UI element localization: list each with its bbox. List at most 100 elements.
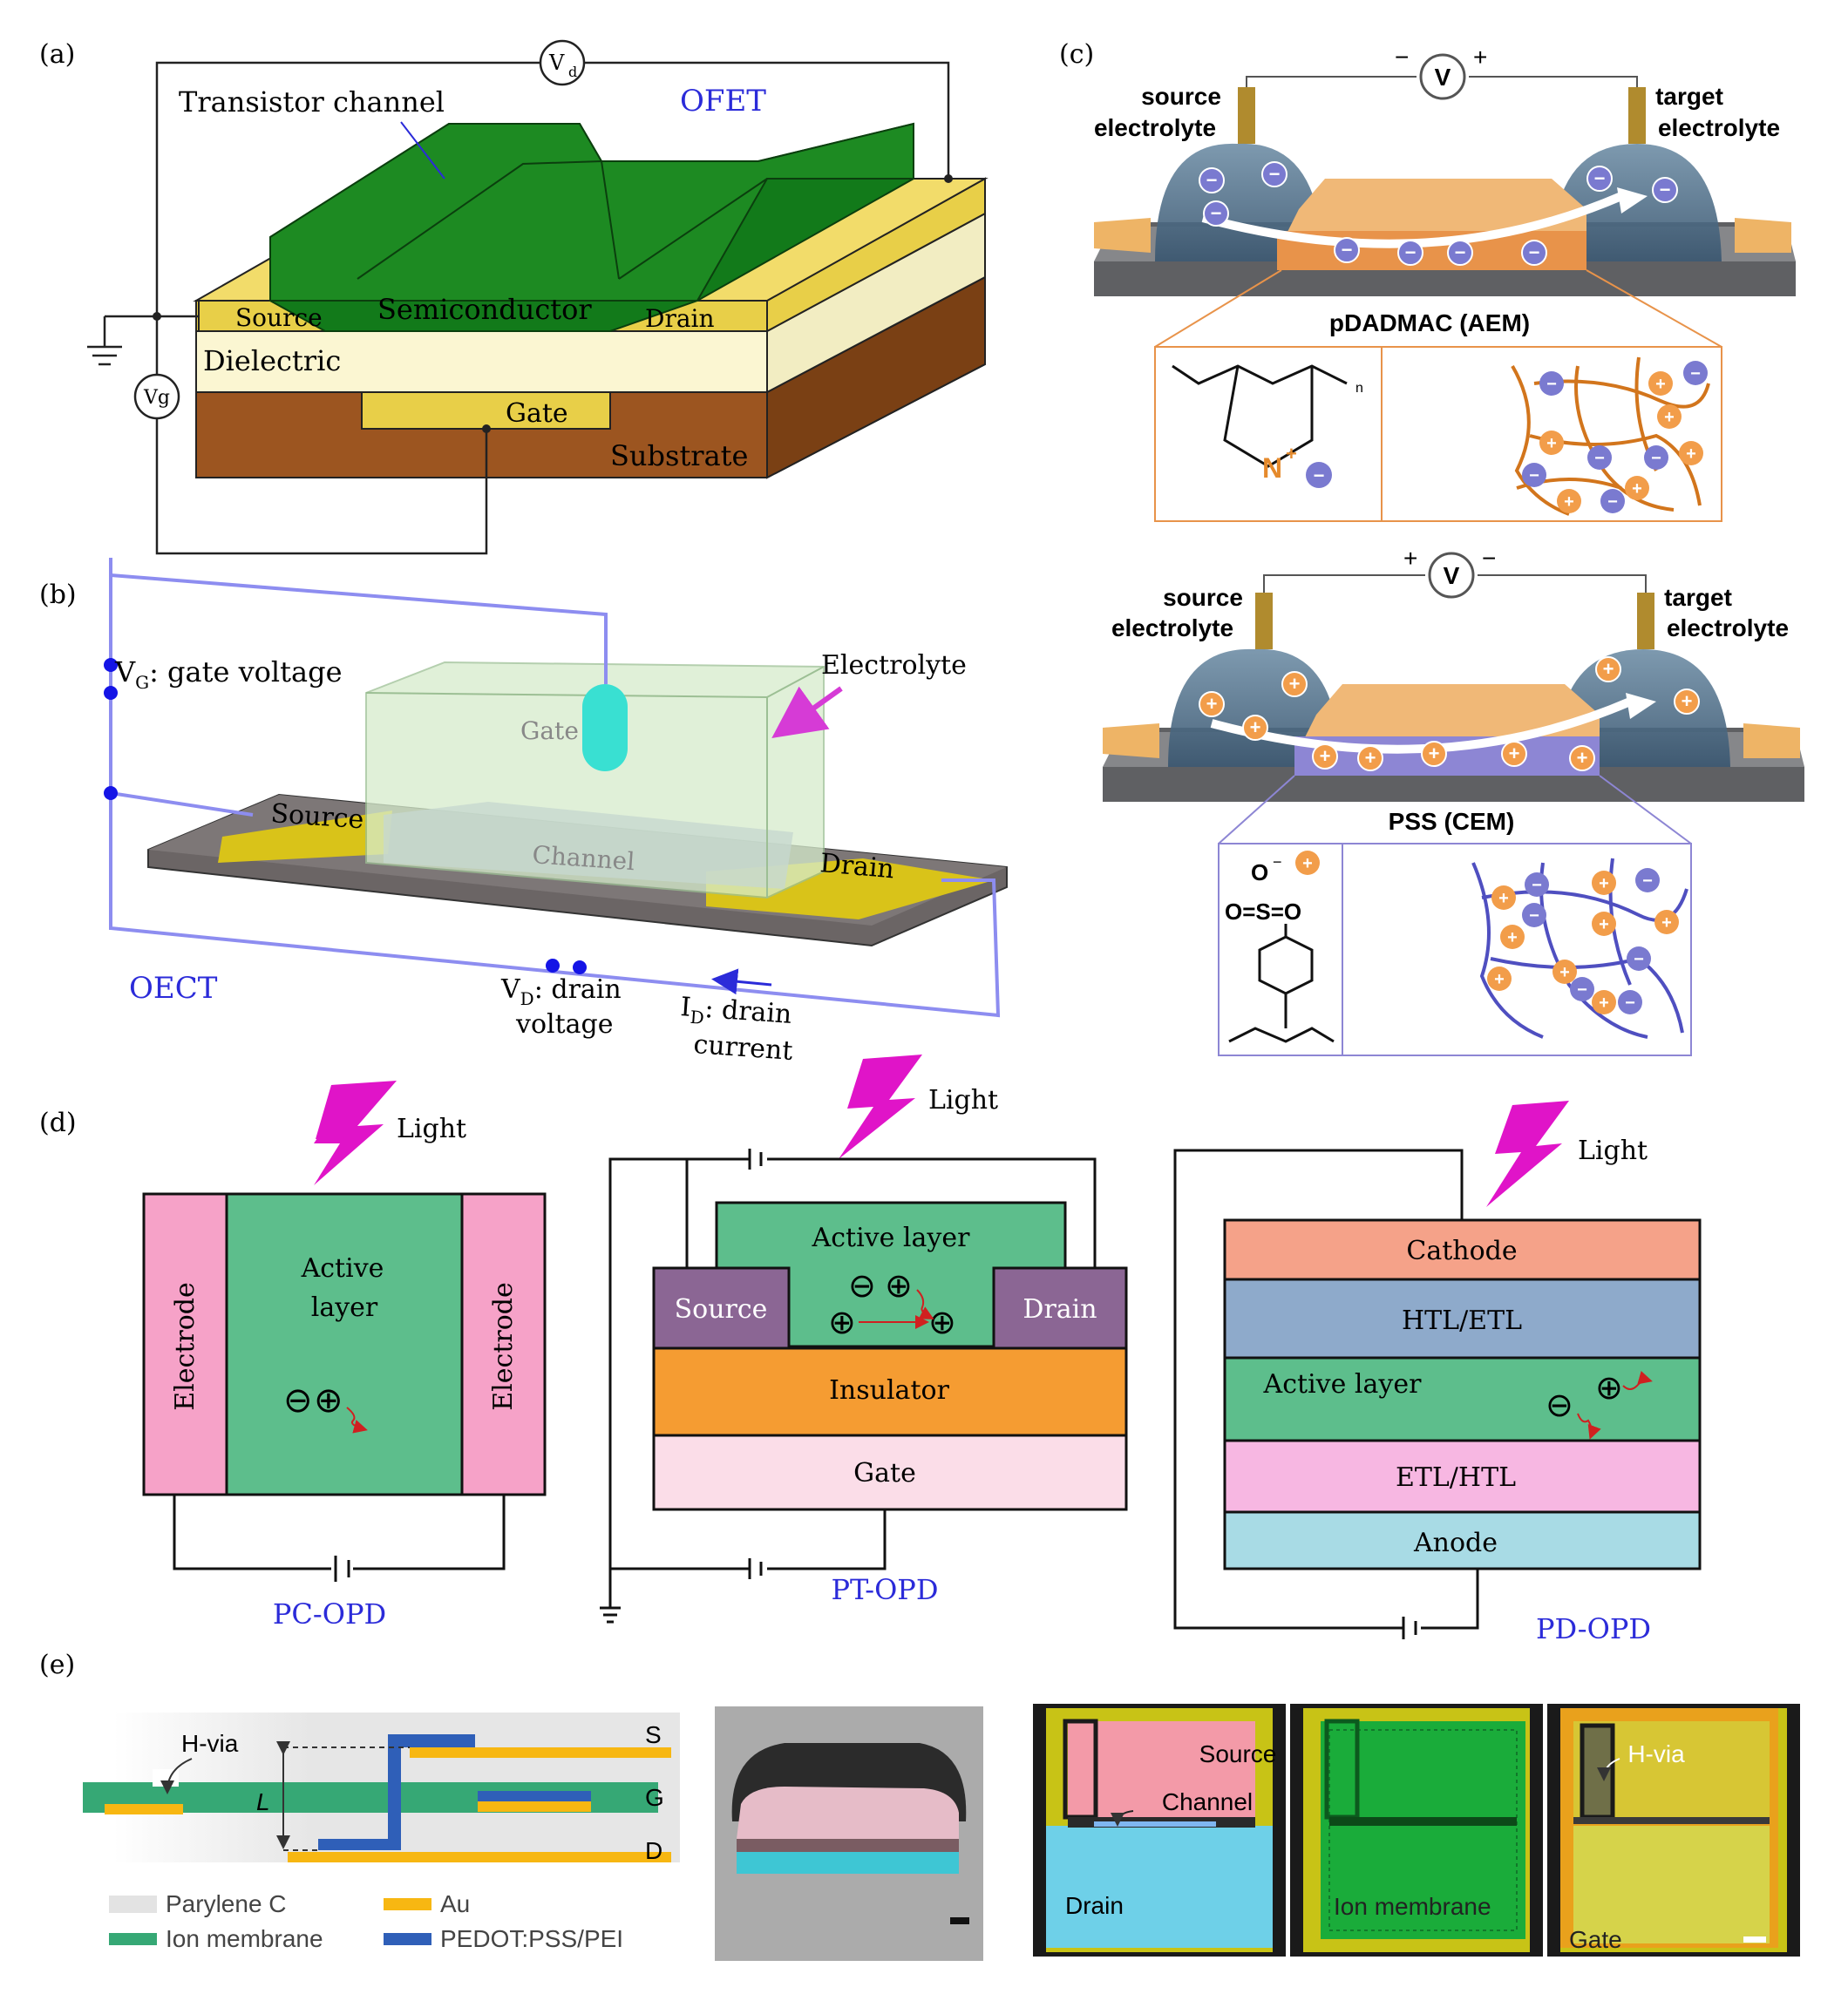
legend-pedot-swatch — [384, 1933, 431, 1945]
svg-text:−: − — [1594, 167, 1606, 189]
svg-text:−: − — [1206, 169, 1218, 191]
svg-text:+: + — [1577, 747, 1588, 769]
svg-text:+: + — [1365, 747, 1376, 769]
oect-gate-label: Gate — [520, 716, 579, 745]
oect-source-label: Source — [269, 798, 364, 835]
svg-text:+: + — [1507, 928, 1518, 947]
oect-channel-label: Channel — [532, 840, 636, 876]
semiconductor-label: Semiconductor — [377, 293, 592, 326]
svg-text:+: + — [1429, 743, 1440, 764]
pd-opd: Light Cathode HTL/ETL Active layer ETL/H… — [1173, 1101, 1702, 1645]
svg-text:⊕: ⊕ — [1595, 1370, 1623, 1407]
svg-text:+: + — [1546, 434, 1557, 453]
vg-label: Vg — [143, 387, 170, 409]
svg-text:+: + — [1250, 716, 1261, 738]
cem-label: PSS (CEM) — [1389, 808, 1515, 835]
pt-opd: Light Active layer Source Drain Insulato… — [600, 1055, 1128, 1624]
channel-trench — [357, 159, 620, 280]
pt-insulator — [652, 1346, 1128, 1437]
svg-text:⊕: ⊕ — [828, 1305, 856, 1341]
svg-text:target: target — [1664, 584, 1732, 611]
source-label: Source — [235, 303, 323, 332]
svg-text:⊕: ⊕ — [885, 1268, 913, 1305]
micrograph-1: Source Channel Drain — [1033, 1704, 1286, 1957]
svg-text:⊖: ⊖ — [848, 1268, 876, 1305]
svg-text:−: − — [1405, 241, 1417, 263]
pc-active-layer — [225, 1192, 464, 1496]
pc-circuit — [173, 1495, 331, 1570]
micrograph-source — [1068, 1721, 1255, 1821]
svg-text:−: − — [1395, 44, 1409, 71]
semiconductor-top — [269, 122, 914, 302]
svg-text:Active layer: Active layer — [1263, 1369, 1423, 1400]
pd-opd-title: PD-OPD — [1536, 1612, 1651, 1645]
svg-text:source: source — [1141, 83, 1221, 110]
svg-text:+: + — [1682, 690, 1693, 712]
svg-text:+: + — [1599, 994, 1609, 1013]
vd-meter — [539, 39, 586, 86]
svg-text:Active: Active — [301, 1253, 384, 1284]
svg-text:−: − — [1651, 449, 1661, 468]
svg-text:+: + — [1559, 963, 1570, 982]
sem-source-layer — [737, 1787, 959, 1839]
svg-text:+: + — [1603, 658, 1614, 680]
panel-b-label: (b) — [39, 580, 77, 610]
pt-gate — [652, 1434, 1128, 1511]
substrate-label: Substrate — [610, 439, 748, 472]
svg-text:−: − — [1660, 179, 1671, 200]
svg-text:−: − — [1211, 202, 1222, 224]
panel-b: (b) VG: gate voltage Electrolyte Gate So… — [39, 558, 1008, 1067]
svg-text:−: − — [1546, 375, 1557, 394]
svg-text:+: + — [1473, 44, 1487, 71]
panel-c-label: (c) — [1059, 39, 1094, 70]
svg-text:+: + — [1664, 408, 1675, 427]
svg-text:Ion membrane: Ion membrane — [166, 1925, 323, 1952]
svg-text:H-via: H-via — [1627, 1740, 1685, 1767]
svg-text:−: − — [1577, 980, 1587, 1000]
svg-text:+: + — [1632, 479, 1642, 498]
svg-text:+: + — [1599, 915, 1609, 934]
svg-text:Au: Au — [440, 1890, 470, 1917]
svg-text:Light: Light — [928, 1085, 998, 1116]
svg-text:−: − — [1594, 449, 1605, 468]
pd-active-layer — [1223, 1356, 1702, 1442]
vd-label: V — [548, 51, 565, 75]
svg-text:Anode: Anode — [1413, 1528, 1498, 1558]
electron-symbol-icon: ⊖ — [283, 1381, 313, 1420]
legend-au-swatch — [384, 1898, 431, 1910]
svg-text:Cathode: Cathode — [1406, 1236, 1517, 1266]
electrolyte-label: Electrolyte — [821, 650, 967, 681]
voltmeter-icon — [1419, 53, 1466, 100]
svg-text:−: − — [1532, 876, 1542, 895]
svg-text:S: S — [645, 1721, 662, 1748]
au-source-line — [410, 1747, 671, 1758]
scale-bar-2 — [1743, 1936, 1766, 1943]
light-bolt-icon-3 — [1486, 1101, 1569, 1207]
svg-text:−: − — [1625, 994, 1635, 1013]
oect-drain-label: Drain — [819, 848, 895, 885]
panel-e: (e) L H-via S G D Parylene C Au — [39, 1650, 1800, 1961]
pd-htl-etl — [1223, 1278, 1702, 1360]
svg-text:O=S=O: O=S=O — [1225, 899, 1301, 925]
legend-ion-swatch — [109, 1933, 157, 1945]
svg-text:V: V — [1444, 562, 1460, 589]
svg-text:ETL/HTL: ETL/HTL — [1396, 1462, 1516, 1493]
pt-opd-title: PT-OPD — [832, 1573, 939, 1606]
svg-text:Active layer: Active layer — [812, 1223, 971, 1253]
svg-text:+: + — [1289, 673, 1301, 695]
vd-sub: d — [568, 64, 577, 80]
pc-electrode-left — [142, 1192, 228, 1496]
svg-text:+: + — [1498, 889, 1509, 908]
svg-text:electrolyte: electrolyte — [1667, 614, 1789, 641]
svg-text:target: target — [1655, 83, 1723, 110]
sem-drain-layer — [737, 1852, 959, 1874]
svg-text:Gate: Gate — [853, 1458, 916, 1489]
pc-opd-title: PC-OPD — [273, 1597, 386, 1631]
oect-gate-electrode — [582, 684, 628, 771]
scale-bar — [950, 1917, 969, 1924]
svg-text:+: + — [1564, 492, 1574, 512]
id-current-label: current — [692, 1029, 793, 1067]
aem-device: V − + − − − − − − − − − — [1094, 44, 1796, 522]
svg-text:−: − — [1690, 364, 1701, 383]
au-drain-line — [288, 1852, 671, 1862]
